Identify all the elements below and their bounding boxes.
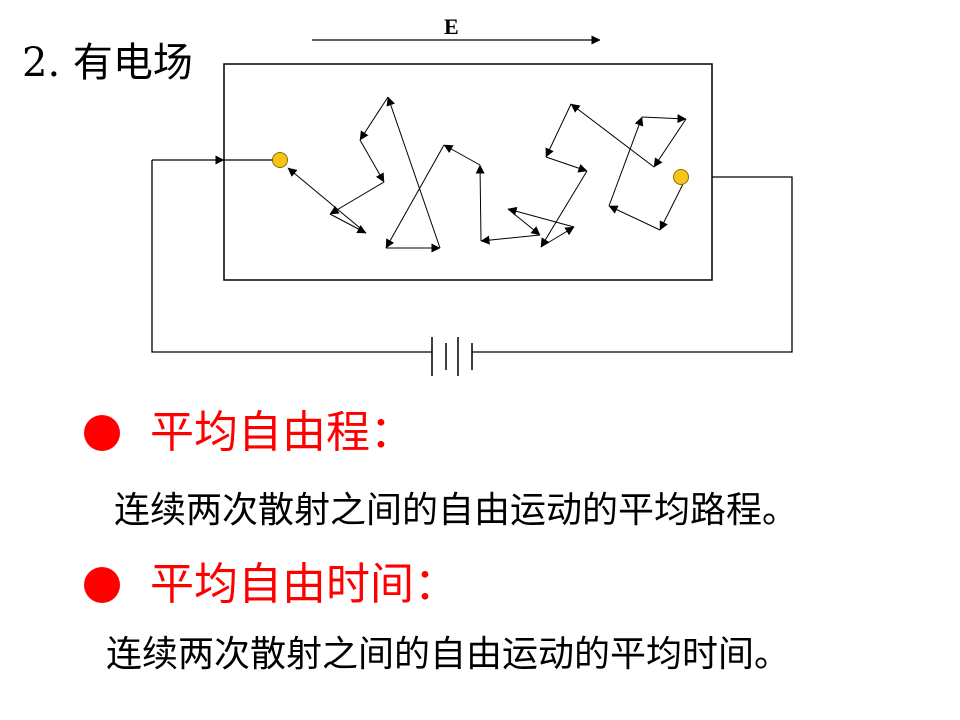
section-heading: 2. 有电场 [22, 40, 193, 86]
scattering-path [287, 96, 687, 253]
particle-end-dot [673, 169, 689, 185]
definition-mean-free-time: 连续两次散射之间的自由运动的平均时间。 [106, 634, 791, 675]
field-label: E [444, 14, 459, 39]
particle-start-dot [272, 152, 288, 168]
sample-box [223, 63, 713, 281]
term-row-mean-free-path: 平均自由程： [84, 405, 414, 461]
circuit-wire [151, 155, 793, 353]
term-mean-free-time: 平均自由时间： [150, 559, 458, 610]
bullet-icon [84, 415, 120, 451]
bullet-icon [84, 567, 120, 603]
battery [431, 337, 473, 376]
drift-diagram: E [151, 14, 793, 376]
definition-mean-free-path: 连续两次散射之间的自由运动的平均路程。 [114, 490, 799, 531]
term-row-mean-free-time: 平均自由时间： [84, 557, 458, 613]
term-mean-free-path: 平均自由程： [150, 407, 414, 458]
